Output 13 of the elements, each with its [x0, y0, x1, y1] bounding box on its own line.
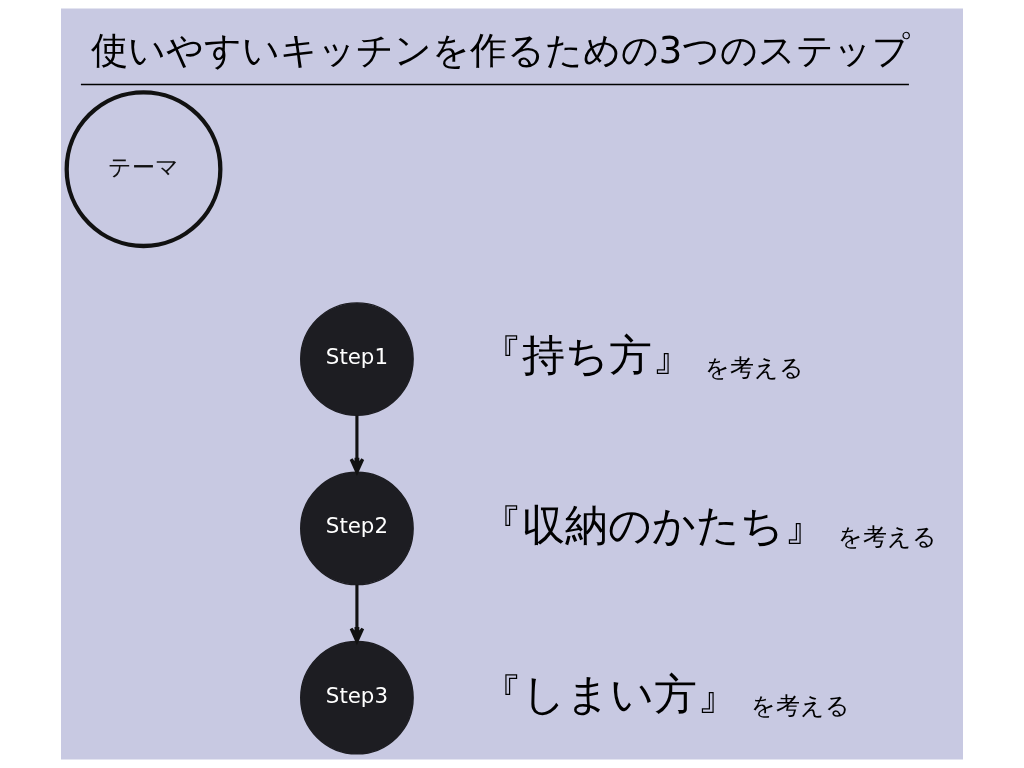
node-label: を考える: [837, 522, 937, 551]
node-label: 『収納のかたち』: [479, 499, 828, 550]
node-circle: Step2: [300, 471, 414, 586]
node-circle: Step1: [300, 302, 414, 416]
arrow: [349, 584, 365, 643]
node-label: 『しまい方』: [479, 669, 741, 720]
node-circle: Step3: [300, 640, 414, 755]
diagram-title: 使いやすいキッチンを作るための3つのステップ: [90, 28, 911, 72]
node-label: を考える: [751, 692, 851, 721]
node-label: を考える: [705, 353, 805, 382]
node-label: 『持ち方』: [479, 330, 696, 381]
arrow: [349, 415, 365, 474]
node-circle: テーマ: [64, 90, 223, 249]
